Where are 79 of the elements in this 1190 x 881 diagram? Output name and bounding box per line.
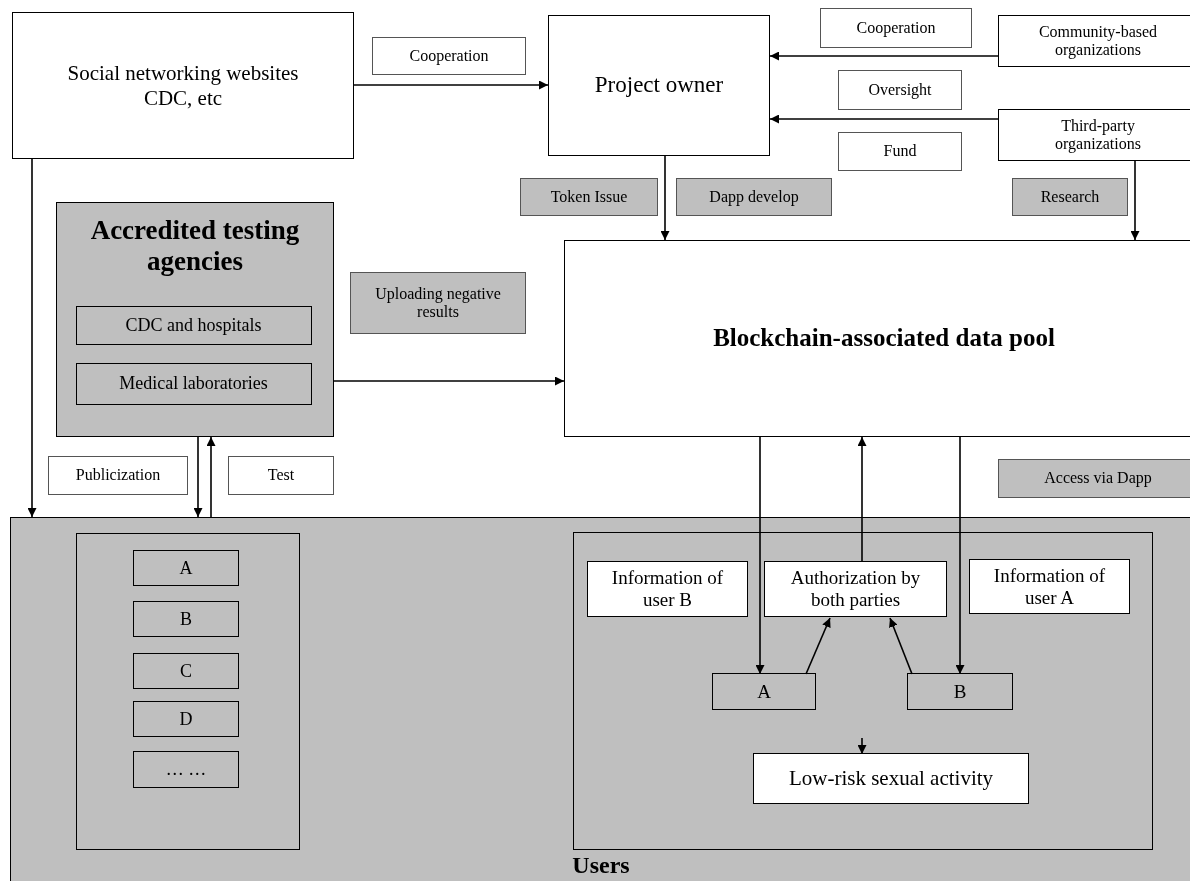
node-label: … …	[165, 759, 207, 780]
process-box	[998, 15, 1190, 67]
user-box	[133, 550, 239, 586]
label-box	[520, 178, 658, 216]
heading: Users	[572, 852, 630, 880]
arrow	[857, 737, 867, 755]
group-box	[572, 531, 1153, 850]
user-box	[907, 673, 1013, 710]
node-label: Uploading negative results	[374, 284, 502, 322]
process-box	[75, 305, 312, 345]
outcome-box	[753, 753, 1029, 804]
node-label: Test	[267, 466, 295, 485]
node-label: B	[953, 680, 967, 703]
user-box	[133, 751, 239, 788]
label-box	[48, 456, 188, 495]
node-label: CDC and hospitals	[125, 314, 262, 336]
node-label: Project owner	[594, 72, 724, 99]
info-box	[587, 561, 748, 617]
arrow	[193, 436, 203, 518]
label-box	[350, 272, 526, 334]
user-box	[133, 601, 239, 637]
node-label: Community-based organizations	[1037, 22, 1159, 60]
heading: Accredited testing agencies	[89, 215, 301, 278]
node-label: Dapp develop	[709, 187, 799, 207]
node-label: Token Issue	[550, 187, 628, 207]
node-label: Publicization	[75, 466, 161, 485]
info-box	[969, 559, 1130, 614]
node-label: Authorization by both parties	[789, 567, 922, 611]
group-box	[75, 532, 300, 850]
node-label: Oversight	[868, 80, 932, 100]
node-label: C	[180, 660, 192, 682]
arrow	[333, 376, 565, 386]
process-box	[75, 362, 312, 405]
label-box	[998, 459, 1190, 498]
node-label: Cooperation	[856, 18, 936, 38]
arrow	[27, 158, 37, 518]
arrow	[955, 436, 965, 675]
node-label: Access via Dapp	[1044, 469, 1152, 488]
arrow	[769, 51, 999, 61]
users-band	[10, 517, 1190, 881]
arrow	[857, 436, 867, 563]
node-label: Low-risk sexual activity	[788, 766, 994, 791]
arrow	[353, 80, 549, 90]
arrow	[769, 114, 999, 124]
node-label: D	[179, 708, 193, 730]
label-box	[228, 456, 334, 495]
label-box	[838, 132, 962, 171]
process-box	[998, 109, 1190, 161]
label-box	[820, 8, 972, 48]
process-box	[548, 15, 770, 156]
arrow	[805, 617, 831, 675]
label-box	[676, 178, 832, 216]
node-label: Cooperation	[409, 46, 489, 66]
arrow	[206, 436, 216, 518]
arrow	[755, 436, 765, 675]
node-label: Research	[1040, 187, 1100, 207]
label-box	[1012, 178, 1128, 216]
node-label: Medical laboratories	[119, 373, 268, 394]
arrow	[660, 155, 670, 241]
user-box	[133, 653, 239, 689]
node-label: Information of user B	[610, 567, 725, 611]
heading: Blockchain-associated data pool	[713, 324, 1055, 353]
node-label: Third-party organizations	[1054, 116, 1142, 154]
user-box	[133, 701, 239, 737]
arrow	[889, 617, 913, 675]
node-label: Social networking websites CDC, etc	[66, 61, 300, 110]
info-box	[764, 561, 947, 617]
label-box	[838, 70, 962, 110]
node-label: B	[180, 608, 192, 630]
group-box	[56, 202, 334, 437]
node-label: Information of user A	[992, 564, 1107, 609]
data-pool-box	[564, 240, 1190, 437]
user-box	[712, 673, 816, 710]
node-label: A	[179, 557, 193, 579]
arrow	[1130, 160, 1140, 241]
label-box	[372, 37, 526, 75]
source-box	[12, 12, 354, 159]
node-label: A	[757, 680, 771, 703]
node-label: Fund	[883, 142, 917, 161]
